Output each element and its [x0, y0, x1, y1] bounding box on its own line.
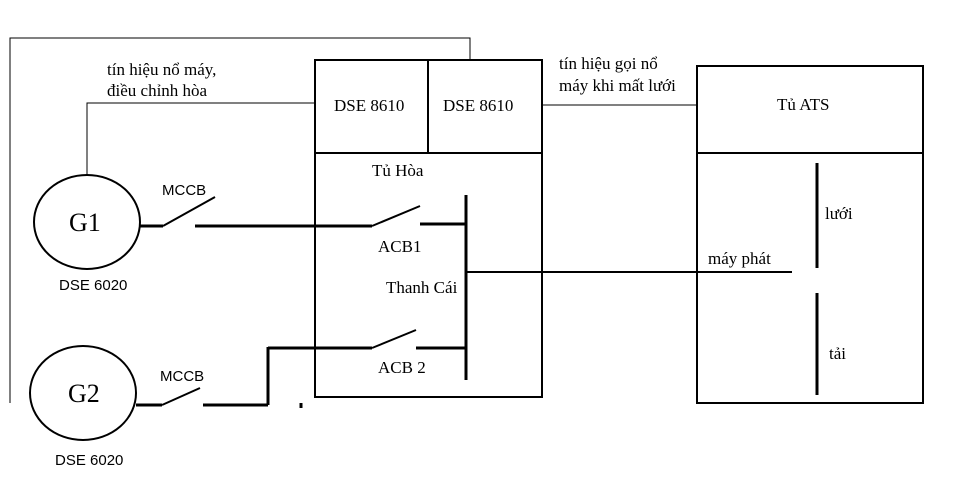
- ats-panel: [696, 65, 924, 404]
- g2-control-wire: [9, 37, 471, 403]
- acb2-label: ACB 2: [378, 358, 426, 377]
- control-wiring: [9, 37, 697, 403]
- controller-left-label: DSE 8610: [334, 96, 404, 115]
- ats-signal-line1: tín hiệu gọi nổ: [559, 54, 658, 73]
- mccb1-switch: [162, 196, 216, 227]
- g2-label: G2: [68, 379, 100, 408]
- mccb1-label: MCCB: [162, 182, 206, 199]
- g1-label: G1: [69, 208, 101, 237]
- mccb2-label: MCCB: [160, 368, 204, 385]
- ats-grid-label: lưới: [825, 204, 853, 223]
- sync-signal-line1: tín hiệu nổ máy,: [107, 60, 216, 79]
- ats-signal-line2: máy khi mất lưới: [559, 76, 676, 95]
- generator-g1: [33, 174, 141, 270]
- power-wiring: [136, 195, 792, 408]
- g1-model-label: DSE 6020: [59, 277, 127, 294]
- sync-signal-line2: điều chỉnh hòa: [107, 81, 208, 100]
- generator-g2: [29, 345, 137, 441]
- acb2-switch: [371, 329, 417, 349]
- g1-control-wire: [86, 102, 315, 175]
- ats-panel-frame: [696, 65, 924, 404]
- ats-load-label: tải: [829, 344, 846, 363]
- sync-panel-title: Tủ Hòa: [372, 161, 424, 180]
- sync-panel: [314, 59, 543, 398]
- acb1-switch: [371, 205, 421, 227]
- g2-model-label: DSE 6020: [55, 452, 123, 469]
- busbar-label: Thanh Cái: [386, 278, 458, 297]
- mccb2-switch: [161, 387, 201, 406]
- controller-right-label: DSE 8610: [443, 96, 513, 115]
- ats-generator-label: máy phát: [708, 249, 771, 268]
- ats-panel-title: Tủ ATS: [777, 95, 829, 114]
- acb1-label: ACB1: [378, 237, 421, 256]
